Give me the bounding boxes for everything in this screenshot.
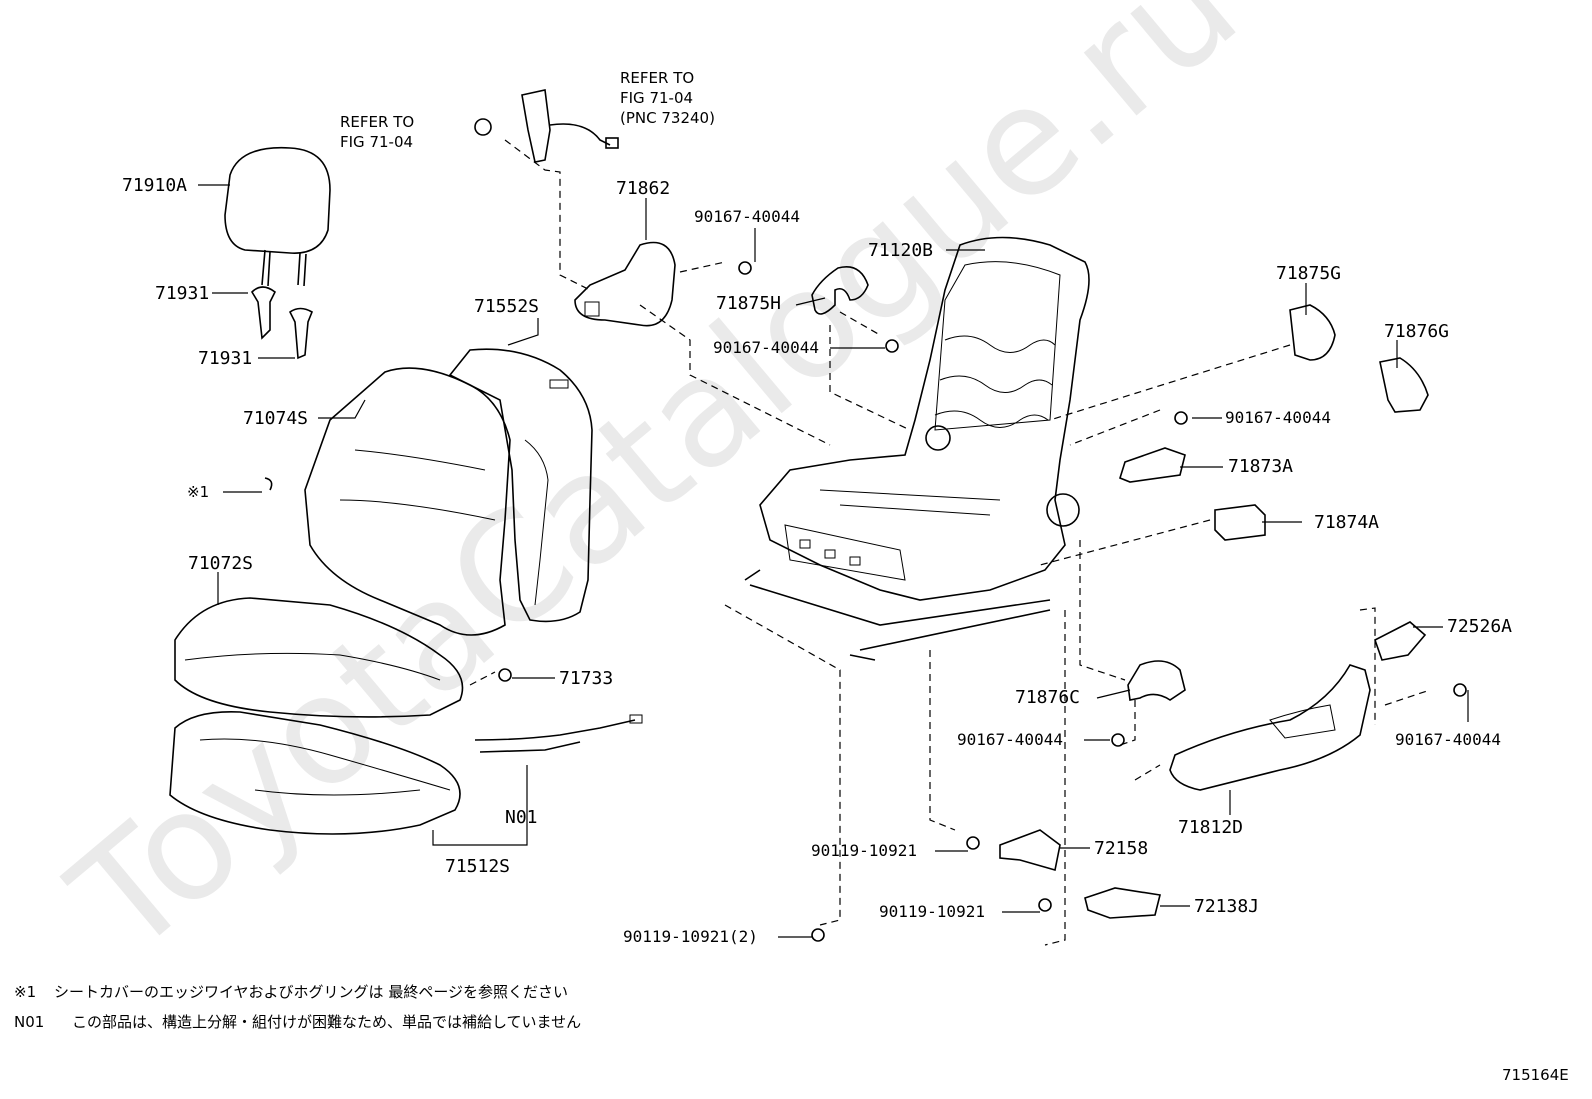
part-label-72158: 72158: [1094, 838, 1148, 859]
part-label-71874A: 71874A: [1314, 512, 1379, 533]
part-label-71931-a: 71931: [155, 283, 209, 304]
fasteners: [264, 261, 1467, 942]
cover-71874A-drawing: [1214, 504, 1266, 541]
part-label-71873A: 71873A: [1228, 456, 1293, 477]
seat-cushion-pad-drawing: [169, 711, 461, 835]
part-label-90167-40044-c: 90167-40044: [1225, 408, 1331, 427]
refer-seatbelt-line1: REFER TO: [620, 69, 694, 87]
wire-N01-drawing: [474, 714, 643, 753]
part-label-71875H: 71875H: [716, 293, 781, 314]
cover-71875G-drawing: [1289, 304, 1336, 361]
part-label-71876G: 71876G: [1384, 321, 1449, 342]
part-label-71876C: 71876C: [1015, 687, 1080, 708]
cover-72138J-drawing: [1084, 887, 1161, 919]
dashed-guides: [469, 139, 1431, 946]
cover-71876C-drawing: [1127, 660, 1186, 701]
leader-lines: [198, 184, 1469, 938]
refer-anchor-line1: REFER TO: [340, 113, 414, 131]
knob-72526A-drawing: [1374, 621, 1427, 661]
part-label-71812D: 71812D: [1178, 817, 1243, 838]
headrest-drawing: [224, 146, 331, 287]
seat-cushion-cover-drawing: [174, 597, 464, 718]
cover-71875H-drawing: [811, 266, 869, 315]
shield-71812D-drawing: [1169, 664, 1371, 791]
part-label-71862: 71862: [616, 178, 670, 199]
part-label-90119-10921-a: 90119-10921: [811, 841, 917, 860]
figure-id: 715164E: [1502, 1066, 1569, 1084]
refer-anchor-line2: FIG 71-04: [340, 133, 413, 151]
head-support-drawing: [250, 286, 313, 360]
part-label-90119-10921-b: 90119-10921: [879, 902, 985, 921]
refer-seatbelt-line3: (PNC 73240): [620, 109, 715, 127]
part-label-90167-40044-d: 90167-40044: [957, 730, 1063, 749]
footnote-1-key: ※1: [14, 983, 36, 1001]
part-label-71512S: 71512S: [445, 856, 510, 877]
part-label-N01: N01: [505, 807, 538, 828]
part-label-71072S: 71072S: [188, 553, 253, 574]
bracket-72158-drawing: [999, 829, 1061, 872]
part-label-90119-10921-2: 90119-10921(2): [623, 927, 758, 946]
part-label-71910A: 71910A: [122, 175, 187, 196]
seat-frame-drawing: [744, 236, 1090, 661]
footnote-1-text: シートカバーのエッジワイヤおよびホグリングは 最終ページを参照ください: [54, 983, 568, 1001]
part-label-90167-40044-b: 90167-40044: [713, 338, 819, 357]
part-label-72526A: 72526A: [1447, 616, 1512, 637]
watermark-text: ToyotaCatalogue.ru: [41, 0, 1270, 988]
cover-71873A-drawing: [1119, 447, 1186, 483]
part-label-72138J: 72138J: [1194, 896, 1259, 917]
bracket-71862-drawing: [574, 241, 676, 327]
part-label-71733: 71733: [559, 668, 613, 689]
part-label-71552S: 71552S: [474, 296, 539, 317]
part-label-71931-b: 71931: [198, 348, 252, 369]
cover-71876G-drawing: [1379, 357, 1429, 413]
footnote-N01-key: N01: [14, 1013, 44, 1031]
refer-seatbelt-line2: FIG 71-04: [620, 89, 693, 107]
seatback-cover-drawing: [304, 367, 511, 636]
part-label-71074S: 71074S: [243, 408, 308, 429]
part-label-71875G: 71875G: [1276, 263, 1341, 284]
footnote-N01-text: この部品は、構造上分解・組付けが困難なため、単品では補給していません: [72, 1013, 581, 1031]
seatbelt-buckle-drawing: [474, 89, 619, 163]
part-label-90167-40044-a: 90167-40044: [694, 207, 800, 226]
part-label-71120B: 71120B: [868, 240, 933, 261]
seatback-pad-drawing: [448, 348, 593, 623]
part-label-90167-40044-e: 90167-40044: [1395, 730, 1501, 749]
note1-marker: ※1: [187, 483, 209, 501]
